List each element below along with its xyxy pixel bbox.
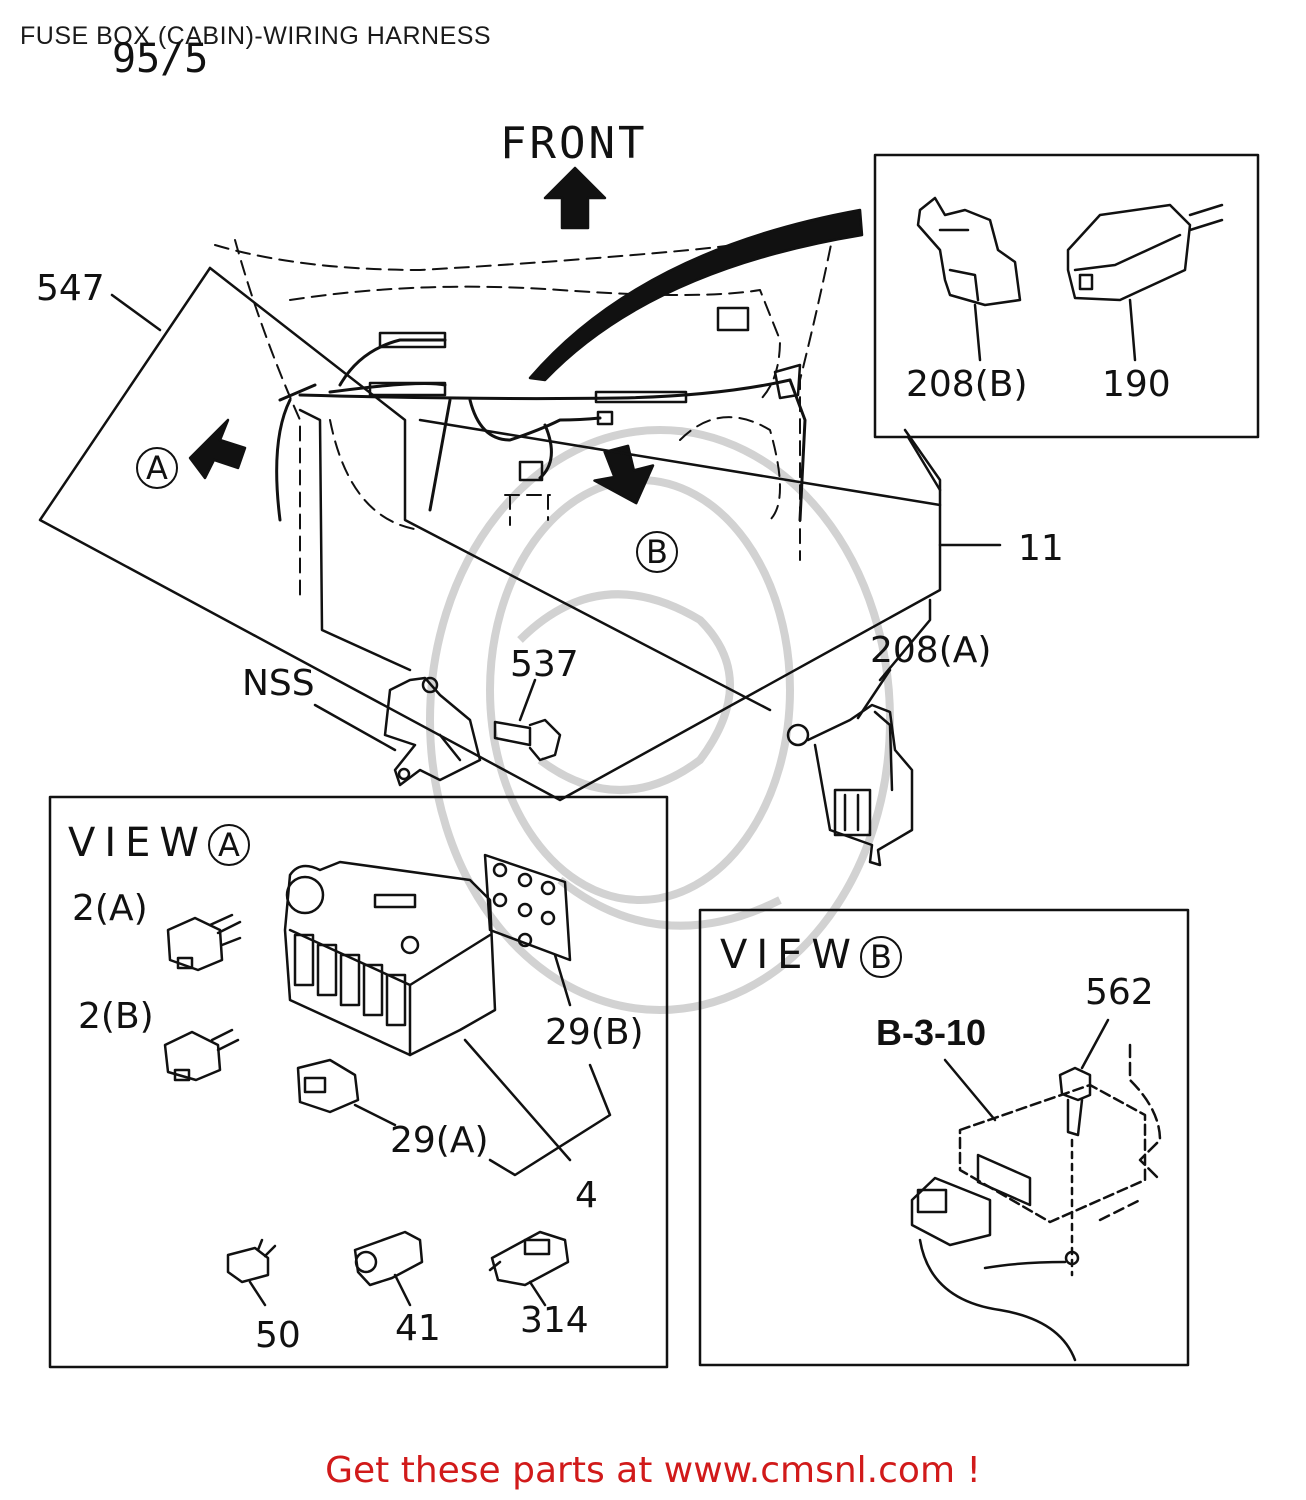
body-panel-edge xyxy=(1098,1198,1142,1222)
callout-b: B xyxy=(636,530,678,573)
bracket-nss-icon xyxy=(383,676,482,787)
fuse-box-4-icon xyxy=(283,860,497,1057)
part-208b-label: 208(B) xyxy=(906,364,1028,405)
bolt-562-icon xyxy=(1058,1066,1092,1137)
inset-leader xyxy=(906,435,942,492)
harness-connector xyxy=(378,331,447,349)
watermark-logo xyxy=(426,426,894,1014)
leader-547 xyxy=(110,293,162,332)
leader-314 xyxy=(528,1280,547,1307)
front-arrow-icon xyxy=(543,166,607,230)
part-208a-label: 208(A) xyxy=(870,630,992,671)
leader-41 xyxy=(393,1273,412,1307)
harness-connector xyxy=(368,381,447,397)
part-29a-label: 29(A) xyxy=(390,1120,489,1161)
view-b-box xyxy=(698,908,1190,1367)
part-2b-label: 2(B) xyxy=(78,996,154,1037)
leader-50 xyxy=(248,1280,267,1307)
plate-29b-icon xyxy=(483,853,572,962)
harness-connector xyxy=(594,390,688,404)
dashboard-outline xyxy=(214,224,836,601)
clip-29a-icon xyxy=(296,1058,360,1114)
diagram-code: 95/5 xyxy=(112,36,209,82)
arrow-a-icon xyxy=(188,418,247,480)
harness-sweep xyxy=(528,208,864,382)
leader-29a xyxy=(353,1103,397,1127)
nss-leader-path xyxy=(298,408,412,672)
part-2a-label: 2(A) xyxy=(72,888,148,929)
front-label: FRONT xyxy=(500,118,648,169)
connector-190-icon xyxy=(1066,203,1224,302)
relay-50-icon xyxy=(226,1238,277,1284)
leader-b310 xyxy=(943,1058,997,1122)
harness-connector xyxy=(518,460,544,482)
part-4-label: 4 xyxy=(575,1175,598,1216)
leader-208b xyxy=(973,303,982,362)
leader-208a-part xyxy=(856,668,892,720)
part-41-label: 41 xyxy=(395,1308,441,1349)
view-a-box xyxy=(48,795,669,1369)
part-547-label: 547 xyxy=(36,268,105,309)
part-11-label: 11 xyxy=(1018,528,1064,569)
part-190-label: 190 xyxy=(1102,364,1171,405)
leader-4 xyxy=(463,1038,572,1162)
leader-29-join xyxy=(488,1063,612,1177)
part-314-label: 314 xyxy=(520,1300,589,1341)
page-title: FUSE BOX (CABIN)-WIRING HARNESS xyxy=(20,22,492,50)
view-a-outline xyxy=(38,266,942,802)
leader-537 xyxy=(518,678,537,722)
part-537-label: 537 xyxy=(510,644,579,685)
callout-a: A xyxy=(136,446,178,489)
leader-nss xyxy=(313,703,397,752)
control-unit-icon xyxy=(958,1083,1147,1224)
ground-wire-icon xyxy=(910,1176,1080,1362)
connector-inset-box xyxy=(873,153,1260,439)
harness-connector xyxy=(596,410,614,426)
part-50-label: 50 xyxy=(255,1315,301,1356)
harness-clip xyxy=(773,363,802,400)
connector-314-icon xyxy=(488,1230,570,1287)
part-29b-label: 29(B) xyxy=(545,1012,644,1053)
footer-link-text[interactable]: Get these parts at www.cmsnl.com ! xyxy=(325,1450,981,1491)
part-nss-label: NSS xyxy=(242,663,315,704)
arrow-b-icon xyxy=(593,444,655,505)
leader-208a xyxy=(878,598,932,682)
body-panel-outline xyxy=(1128,1043,1162,1182)
relay-2b-icon xyxy=(163,1028,240,1082)
dashboard-vent xyxy=(716,306,750,332)
part-562-label: 562 xyxy=(1085,972,1154,1013)
leader-190 xyxy=(1128,298,1137,362)
bolt-537-icon xyxy=(493,718,562,762)
connector-208b-icon xyxy=(916,196,1022,307)
leader-29b xyxy=(553,953,572,1007)
clip-41-icon xyxy=(353,1230,424,1287)
relay-2a-icon xyxy=(166,913,242,972)
leader-harness-11 xyxy=(418,418,942,507)
location-code: B-3-10 xyxy=(876,1012,987,1053)
leader-562 xyxy=(1080,1018,1110,1070)
view-a-inner-line xyxy=(208,266,772,712)
relay-208a-icon xyxy=(786,703,914,867)
